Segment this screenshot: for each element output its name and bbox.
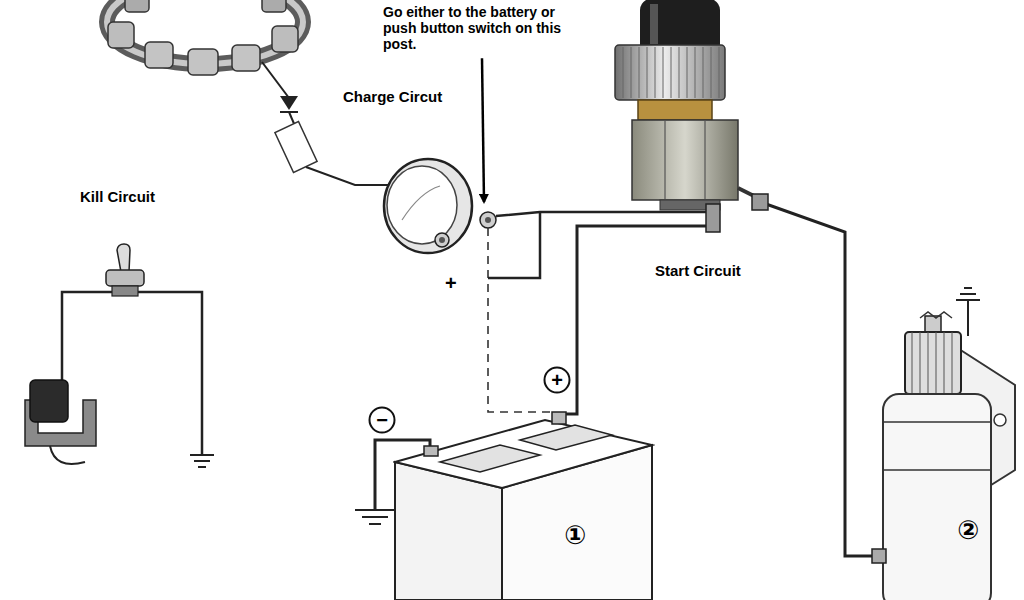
terminal-circle: − <box>368 406 396 434</box>
leader-arrow <box>482 58 484 202</box>
ground-symbol <box>355 510 395 524</box>
node-text: + <box>551 370 563 390</box>
callout-note: Go either to the battery or push button … <box>383 4 569 52</box>
node-outline <box>870 282 1022 600</box>
circuit-label: Kill Circuit <box>80 188 155 205</box>
node-text: ① <box>564 522 586 548</box>
polarity-sign: + <box>445 272 457 295</box>
battery: ① <box>393 405 655 600</box>
alternator-stator <box>107 0 303 75</box>
terminal-circle: + <box>543 366 571 394</box>
node-text: ② <box>957 517 979 543</box>
toggle-switch <box>106 244 144 296</box>
terminal-ring <box>545 368 570 393</box>
starter-motor-drawing <box>872 288 1015 600</box>
terminal-ring <box>370 408 395 433</box>
node-text: − <box>376 410 388 430</box>
circuit-label: Start Circuit <box>655 262 741 279</box>
charge-wiring <box>262 62 390 185</box>
ignition-coil <box>25 380 96 464</box>
circuit-label: Charge Circut <box>343 88 442 105</box>
battery-drawing <box>395 412 652 600</box>
ammeter <box>384 159 496 253</box>
node-outline <box>393 405 655 600</box>
starter-motor: ② <box>870 282 1022 600</box>
push-button-switch <box>615 0 768 232</box>
